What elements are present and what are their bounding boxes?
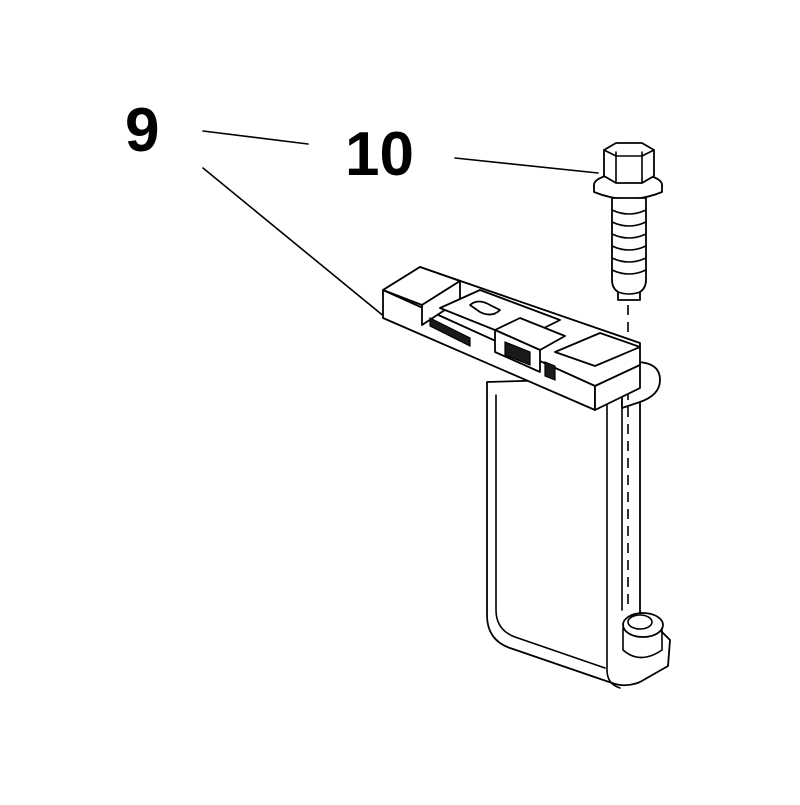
leader-line-10-to-bolt [454,157,599,174]
callout-number-10: 10 [345,120,414,189]
leader-line-9-upper [202,130,309,145]
leader-lines [202,130,599,319]
bracket-plate [486,361,671,689]
flange-bolt [593,142,663,301]
leader-line-9-to-clip [202,167,387,319]
retainer-clip [382,266,641,411]
callout-number-9: 9 [125,96,160,165]
